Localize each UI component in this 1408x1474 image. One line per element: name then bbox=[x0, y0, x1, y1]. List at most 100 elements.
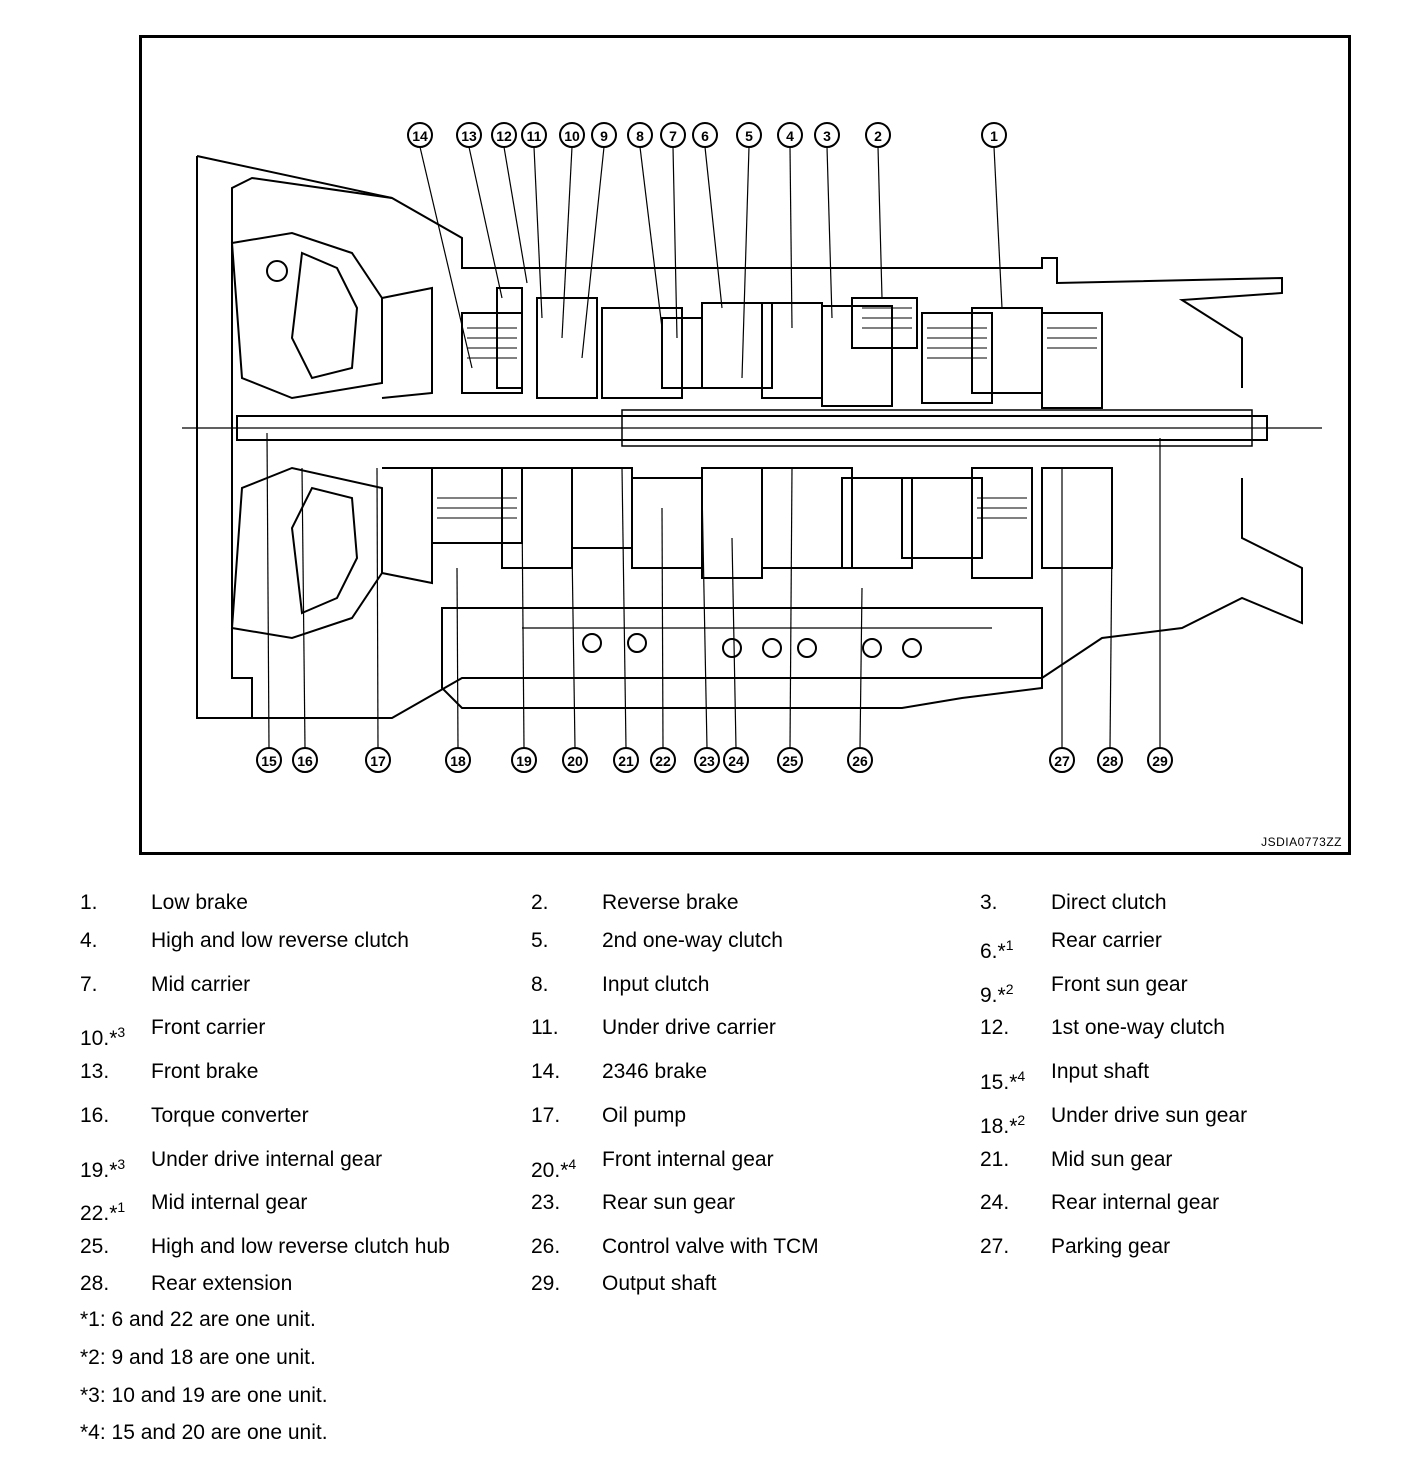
legend-number-text: 21. bbox=[980, 1148, 1010, 1171]
callout-circle bbox=[1049, 747, 1075, 773]
top-leader-8 bbox=[639, 146, 663, 329]
legend-item-name: Front internal gear bbox=[602, 1148, 774, 1171]
legend-item-number: 4. bbox=[80, 929, 98, 953]
callout-24: 24 bbox=[723, 747, 749, 773]
callout-5: 5 bbox=[736, 122, 762, 148]
callout-number: 16 bbox=[297, 753, 313, 769]
legend-number-text: 12. bbox=[980, 1016, 1010, 1039]
legend-item-number: 11. bbox=[531, 1016, 559, 1040]
legend-item-name: Mid internal gear bbox=[151, 1191, 308, 1214]
callout-2: 2 bbox=[865, 122, 891, 148]
legend-item-name: Front brake bbox=[151, 1060, 259, 1083]
callout-number: 11 bbox=[527, 128, 542, 144]
callout-circle bbox=[694, 747, 720, 773]
callout-circle bbox=[562, 747, 588, 773]
bottom-leader-24 bbox=[731, 537, 737, 749]
legend-number-text: 23. bbox=[531, 1191, 561, 1214]
legend-number-text: 27. bbox=[980, 1235, 1010, 1258]
legend-item-name: Mid carrier bbox=[151, 973, 251, 996]
legend-item-number: 10.*3 bbox=[80, 1020, 125, 1051]
bottom-leader-18 bbox=[456, 567, 459, 749]
legend-number-text: 24. bbox=[980, 1191, 1010, 1214]
legend-number-text: 3. bbox=[980, 891, 998, 914]
callout-circle bbox=[365, 747, 391, 773]
legend-number-text: 14. bbox=[531, 1060, 561, 1083]
callout-circle bbox=[613, 747, 639, 773]
legend-item-name: Parking gear bbox=[1051, 1235, 1171, 1258]
callout-circle bbox=[650, 747, 676, 773]
callout-circle bbox=[865, 122, 891, 148]
legend-footnote: *1: 6 and 22 are one unit. bbox=[80, 1308, 316, 1331]
callout-circle bbox=[814, 122, 840, 148]
callout-number: 5 bbox=[745, 128, 753, 144]
legend-item-name: Rear extension bbox=[151, 1272, 293, 1295]
legend-number-text: 28. bbox=[80, 1272, 110, 1295]
callout-23: 23 bbox=[694, 747, 720, 773]
callout-circle bbox=[627, 122, 653, 148]
callout-number: 13 bbox=[461, 128, 477, 144]
legend-item-name: Under drive internal gear bbox=[151, 1148, 383, 1171]
callout-26: 26 bbox=[847, 747, 873, 773]
bottom-leader-21 bbox=[621, 467, 627, 749]
legend-number-text: 2. bbox=[531, 891, 549, 914]
legend-item-number: 16. bbox=[80, 1104, 109, 1128]
callout-circle bbox=[559, 122, 585, 148]
legend-item-number: 6.*1 bbox=[980, 933, 1013, 964]
legend-item-number: 8. bbox=[531, 973, 549, 997]
callout-3: 3 bbox=[814, 122, 840, 148]
callout-28: 28 bbox=[1097, 747, 1123, 773]
callout-6: 6 bbox=[692, 122, 718, 148]
legend-item-name: Input clutch bbox=[602, 973, 710, 996]
callout-14: 14 bbox=[407, 122, 433, 148]
callout-number: 24 bbox=[728, 753, 744, 769]
callout-circle bbox=[591, 122, 617, 148]
legend-number-superscript: 3 bbox=[117, 1024, 126, 1040]
callout-circle bbox=[407, 122, 433, 148]
top-leader-10 bbox=[561, 146, 573, 339]
callout-number: 9 bbox=[600, 128, 608, 144]
bottom-leader-28 bbox=[1109, 537, 1113, 749]
legend-item-number: 25. bbox=[80, 1235, 109, 1259]
legend-number-text: 25. bbox=[80, 1235, 110, 1258]
bottom-leader-20 bbox=[571, 547, 576, 749]
legend-item-number: 2. bbox=[531, 891, 549, 915]
legend-number-superscript: 2 bbox=[1005, 981, 1014, 997]
top-leader-2 bbox=[877, 146, 883, 299]
legend-item-number: 15.*4 bbox=[980, 1064, 1025, 1095]
legend-number-text: 13. bbox=[80, 1060, 110, 1083]
callout-circle bbox=[456, 122, 482, 148]
legend-item-number: 18.*2 bbox=[980, 1108, 1025, 1139]
legend-item-number: 28. bbox=[80, 1272, 109, 1296]
callout-number: 28 bbox=[1102, 753, 1118, 769]
callout-circle bbox=[256, 747, 282, 773]
legend-number-text: 5. bbox=[531, 929, 549, 952]
callout-13: 13 bbox=[456, 122, 482, 148]
legend-item-name: Rear sun gear bbox=[602, 1191, 736, 1214]
legend-item-name: Input shaft bbox=[1051, 1060, 1150, 1083]
legend-number-text: 10.* bbox=[80, 1027, 118, 1050]
legend-item-number: 27. bbox=[980, 1235, 1009, 1259]
legend-item-number: 17. bbox=[531, 1104, 560, 1128]
top-leader-12 bbox=[503, 146, 528, 284]
legend-number-text: 16. bbox=[80, 1104, 110, 1127]
legend-number-text: 9.* bbox=[980, 984, 1006, 1007]
callout-number: 27 bbox=[1054, 753, 1070, 769]
legend-item-number: 12. bbox=[980, 1016, 1009, 1040]
bottom-leader-16 bbox=[301, 467, 306, 749]
legend-item-name: Output shaft bbox=[602, 1272, 717, 1295]
legend-item-name: Front carrier bbox=[151, 1016, 266, 1039]
callout-22: 22 bbox=[650, 747, 676, 773]
top-leader-1 bbox=[993, 146, 1003, 309]
legend-item-number: 22.*1 bbox=[80, 1195, 125, 1226]
legend-number-text: 11. bbox=[531, 1016, 559, 1039]
legend-item-name: Rear carrier bbox=[1051, 929, 1162, 952]
callout-19: 19 bbox=[511, 747, 537, 773]
callout-circle bbox=[777, 122, 803, 148]
callout-circle bbox=[521, 122, 547, 148]
callout-number: 19 bbox=[516, 753, 532, 769]
callout-circle bbox=[660, 122, 686, 148]
callout-1: 1 bbox=[981, 122, 1007, 148]
top-leader-14 bbox=[419, 146, 473, 369]
callout-number: 22 bbox=[655, 753, 671, 769]
